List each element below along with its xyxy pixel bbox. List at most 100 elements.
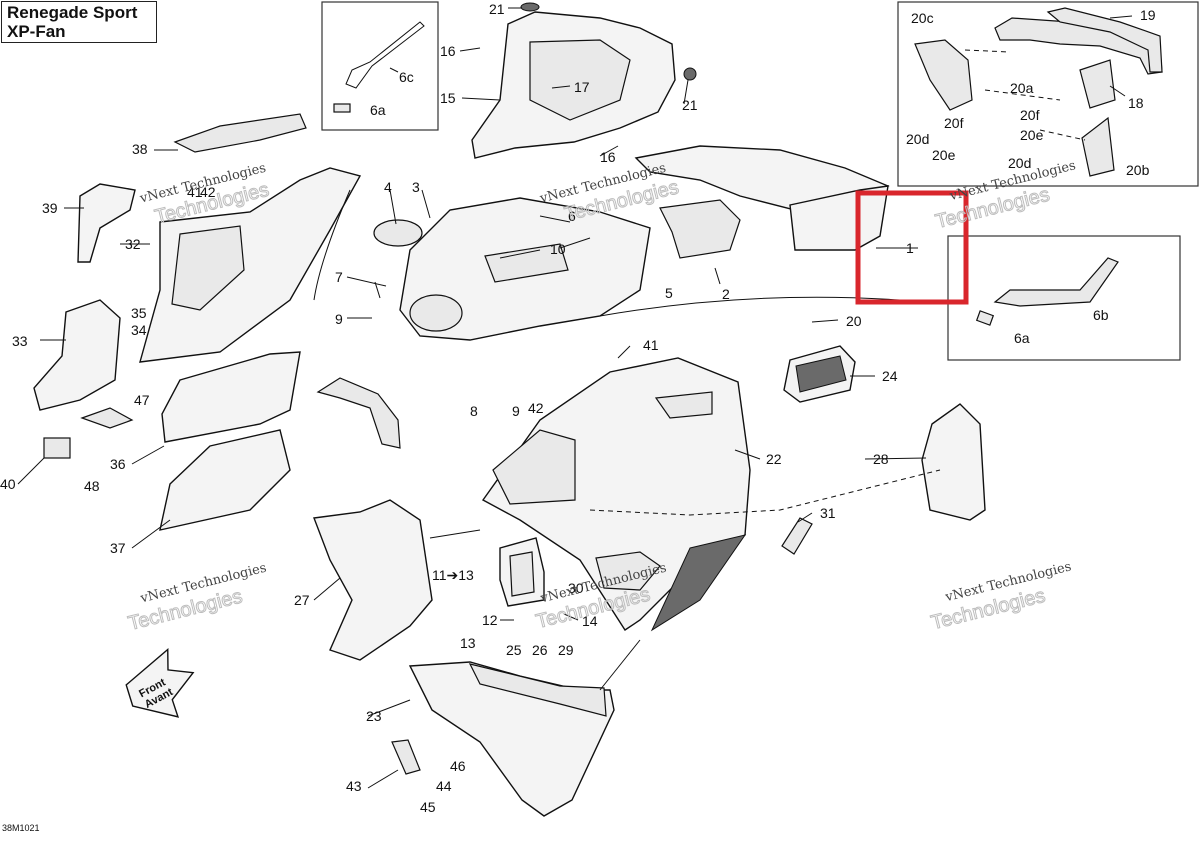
curve-line-left xyxy=(313,189,351,301)
part-22-edge xyxy=(650,534,747,632)
watermark-1: vNext Technologies Technologies xyxy=(138,161,272,229)
callout-25: 25 xyxy=(506,642,522,658)
diagram-code: 38M1021 xyxy=(2,823,40,833)
watermark-4: vNext Technologies Technologies xyxy=(126,561,269,636)
part-22-plate xyxy=(654,391,713,419)
callout-37: 37 xyxy=(110,540,126,556)
part-40-block xyxy=(43,437,71,459)
part-47-clip xyxy=(80,407,134,429)
part-32-window xyxy=(171,225,245,311)
callout-6c: 6c xyxy=(399,69,414,85)
callout-32: 32 xyxy=(125,236,141,252)
callout-16-top: 16 xyxy=(440,43,456,59)
callout-12: 12 xyxy=(482,612,498,628)
front-arrow-sign xyxy=(125,648,195,718)
part-39-flap xyxy=(77,183,136,263)
routing-line-1 xyxy=(589,469,941,516)
part-2-vent xyxy=(659,199,741,259)
callout-26: 26 xyxy=(532,642,548,658)
part-27-flap xyxy=(313,499,433,661)
part-4-cap xyxy=(373,219,423,247)
part-6a-pad-right xyxy=(975,310,995,326)
callout-40: 40 xyxy=(0,476,16,492)
callout-1: 1 xyxy=(906,240,914,256)
callout-19: 19 xyxy=(1140,7,1156,23)
leader-lines xyxy=(17,7,1133,789)
part-20c-panel xyxy=(914,39,973,111)
highlight-box-part-1[interactable] xyxy=(855,190,969,305)
part-31-strip xyxy=(781,517,813,555)
callout-7: 7 xyxy=(335,269,343,285)
callout-15: 15 xyxy=(440,90,456,106)
part-19-trim xyxy=(1046,7,1163,73)
curve-line-mid xyxy=(599,296,901,317)
part-32-side-panel xyxy=(139,167,362,363)
callout-42-mid: 42 xyxy=(528,400,544,416)
part-36-panel xyxy=(161,351,301,443)
inset-20-dashes xyxy=(964,49,1086,141)
callout-10: 10 xyxy=(550,241,566,257)
callout-8: 8 xyxy=(470,403,478,419)
callout-6a-top: 6a xyxy=(370,102,386,118)
callout-3: 3 xyxy=(412,179,420,195)
callout-20e-bottom: 20e xyxy=(1020,127,1044,143)
watermark-6: vNext Technologies Technologies xyxy=(928,559,1072,634)
callout-38: 38 xyxy=(132,141,148,157)
part-23-rim xyxy=(468,663,607,717)
callout-33: 33 xyxy=(12,333,28,349)
callout-35: 35 xyxy=(131,305,147,321)
part-6b-strip xyxy=(993,257,1119,307)
arrow-line-23 xyxy=(599,639,641,691)
callout-17: 17 xyxy=(574,79,590,95)
callout-20a: 20a xyxy=(1010,80,1034,96)
part-38-strip xyxy=(173,113,307,153)
callout-44: 44 xyxy=(436,778,452,794)
callout-23: 23 xyxy=(366,708,382,724)
part-3-gauge-hole xyxy=(409,294,463,332)
callout-20: 20 xyxy=(846,313,862,329)
callout-4: 4 xyxy=(384,179,392,195)
part-15-inner xyxy=(529,39,631,121)
callout-9-left: 9 xyxy=(335,311,343,327)
callout-6b: 6b xyxy=(1093,307,1109,323)
callout-16-bottom: 16 xyxy=(600,149,616,165)
callout-21-right: 21 xyxy=(682,97,698,113)
part-20b-panel xyxy=(1081,116,1115,177)
callout-29: 29 xyxy=(558,642,574,658)
callout-6: 6 xyxy=(568,208,576,224)
callout-18: 18 xyxy=(1128,95,1144,111)
part-33-bracket xyxy=(33,299,121,411)
part-24-mesh xyxy=(795,355,847,393)
callout-43: 43 xyxy=(346,778,362,794)
part-28-panel xyxy=(921,403,986,521)
callout-2: 2 xyxy=(722,286,730,302)
callout-14: 14 xyxy=(582,613,598,629)
callout-30: 30 xyxy=(568,580,584,596)
part-43-clip xyxy=(391,739,421,775)
callout-21-top: 21 xyxy=(489,1,505,17)
callout-13: 13 xyxy=(460,635,476,651)
callout-5: 5 xyxy=(665,285,673,301)
part-18-bracket xyxy=(1079,59,1116,109)
callout-27: 27 xyxy=(294,592,310,608)
callout-41-mid: 41 xyxy=(643,337,659,353)
callout-31: 31 xyxy=(820,505,836,521)
part-21-cap-top xyxy=(520,2,540,12)
part-10-pad xyxy=(484,243,569,283)
part-22-window xyxy=(492,429,576,505)
callout-20d-bottom: 20d xyxy=(1008,155,1031,171)
model-title-line2: XP-Fan xyxy=(7,22,66,41)
callout-20f-bottom: 20f xyxy=(1020,107,1040,123)
leader-6c xyxy=(389,67,399,73)
part-13-lens xyxy=(509,551,535,597)
part-1-hood-side xyxy=(789,185,889,251)
callout-labels: 1 2 3 4 5 6 6a 6a 6b 6c 7 8 9 9 10 11➔13… xyxy=(0,1,1156,815)
arrow-line-27 xyxy=(429,529,481,539)
callout-28: 28 xyxy=(873,451,889,467)
part-37-panel xyxy=(159,429,291,531)
part-9-rail xyxy=(316,377,401,449)
callout-9-bottom: 9 xyxy=(512,403,520,419)
model-title-box: Renegade Sport XP-Fan xyxy=(1,1,157,43)
part-21-cap-right xyxy=(683,67,697,81)
